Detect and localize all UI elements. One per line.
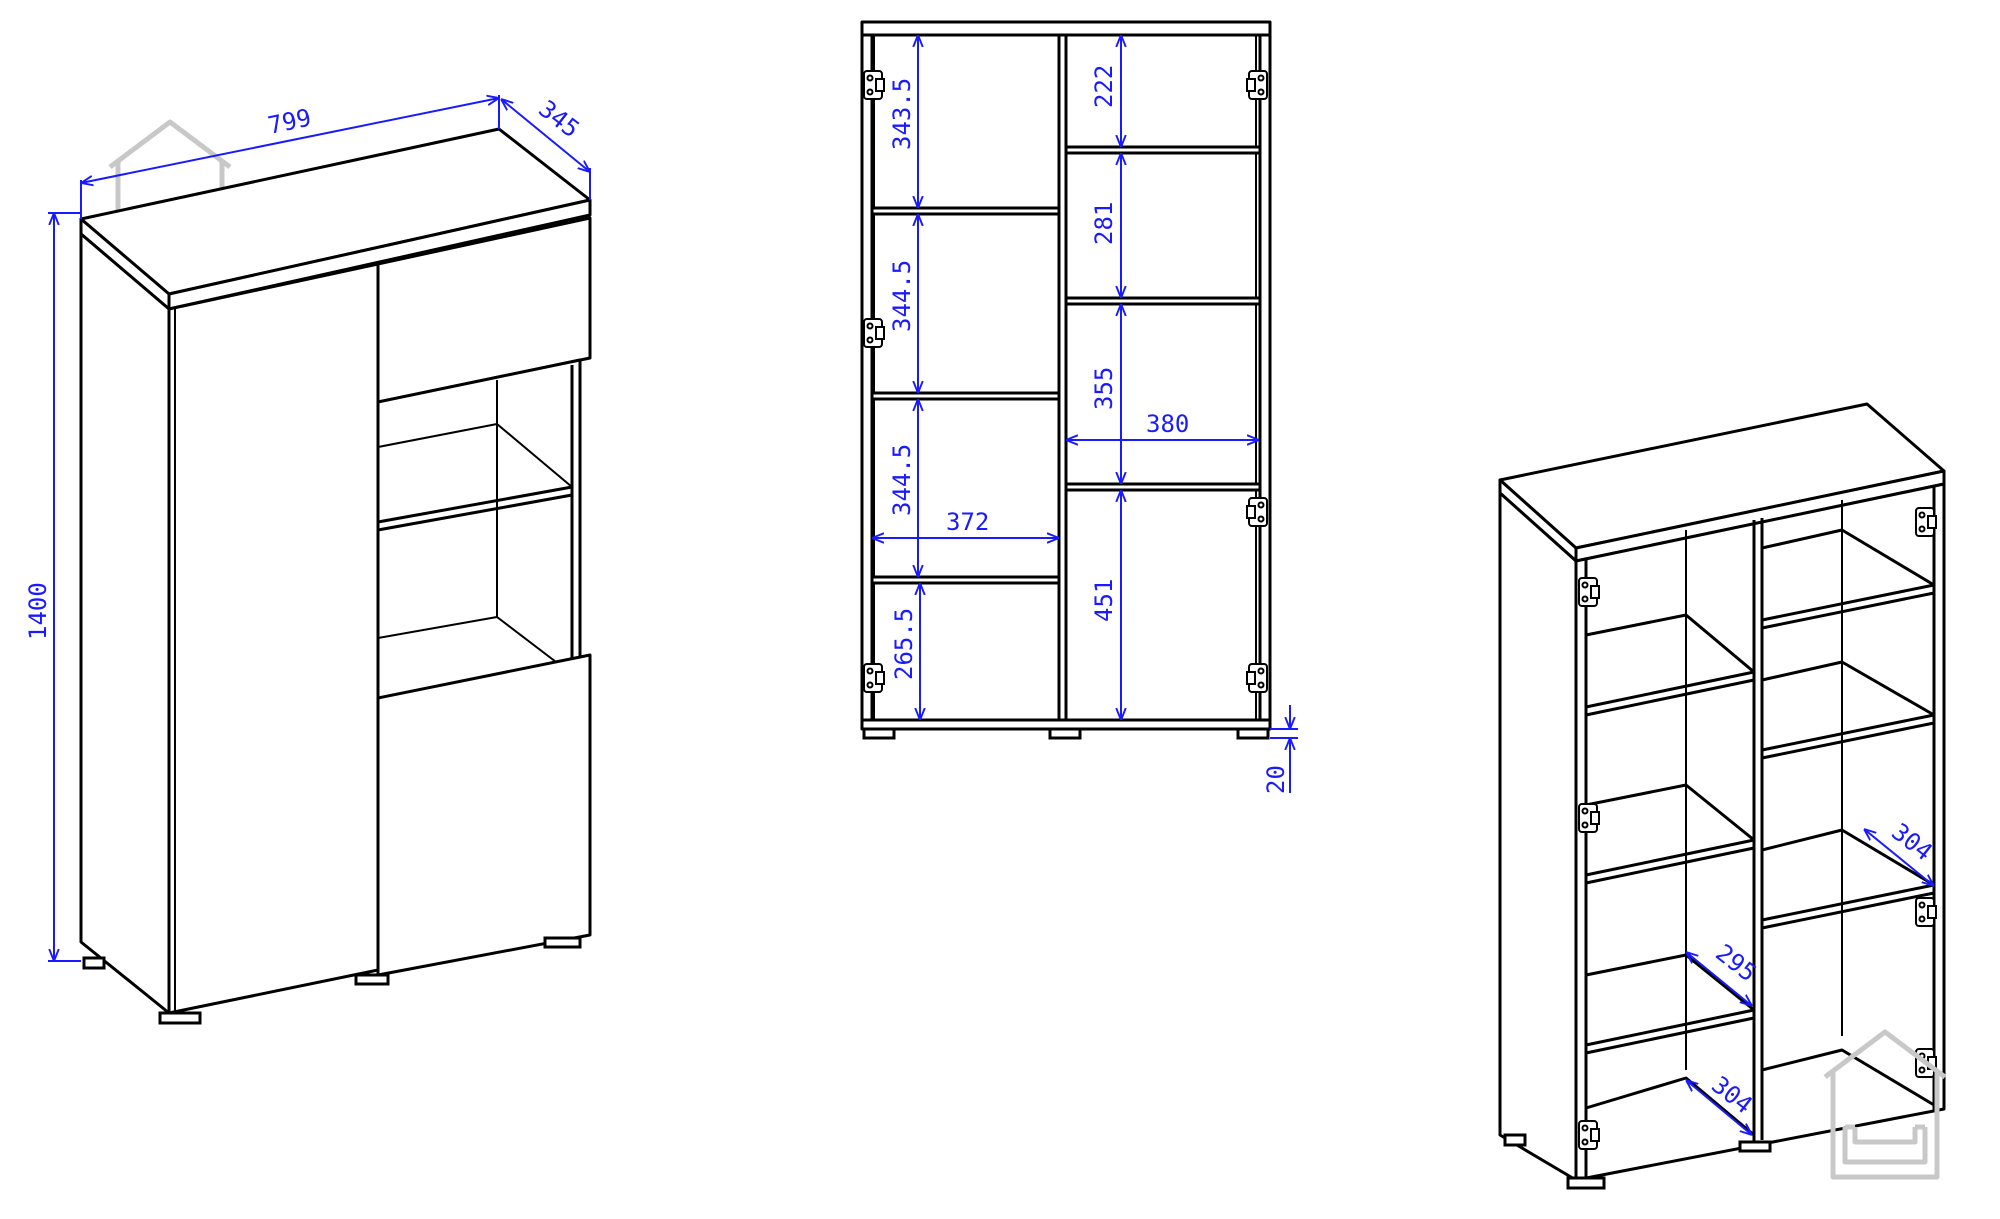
hinge-icon — [1915, 507, 1937, 537]
open-compartment — [376, 358, 582, 705]
dim-left-4: 265.5 — [890, 608, 918, 680]
foot — [543, 936, 582, 949]
hinge-icon — [1246, 70, 1268, 100]
foot — [158, 1011, 202, 1025]
dim-right-width: 380 — [1146, 410, 1189, 438]
iso-closed-view: 799 345 1400 — [24, 95, 592, 1025]
hinge-icon — [1246, 663, 1268, 693]
dim-left-1: 343.5 — [888, 78, 916, 150]
dim-height: 1400 — [24, 582, 52, 640]
shelf — [1064, 145, 1262, 155]
hinge-icon — [863, 663, 885, 693]
dim-right-4: 451 — [1090, 579, 1118, 622]
shelf — [1064, 296, 1262, 306]
hinge-icon — [1915, 897, 1937, 927]
dim-left-3: 344.5 — [888, 444, 916, 516]
dim-right-3: 355 — [1090, 367, 1118, 410]
foot — [82, 956, 106, 970]
bottom-door — [376, 653, 592, 977]
dim-width: 799 — [265, 103, 313, 139]
hinge-icon — [863, 70, 885, 100]
hinge-icon — [1246, 497, 1268, 527]
center-divider — [1057, 33, 1068, 722]
foot — [354, 973, 390, 986]
shelf — [1064, 482, 1262, 492]
dim-depth: 345 — [533, 95, 584, 144]
iso-open-view: 304 295 304 — [1498, 402, 1946, 1190]
hinge-icon — [863, 318, 885, 348]
top-panel — [860, 20, 1272, 37]
side-panel — [79, 232, 171, 1015]
front-open-view: 343.5 344.5 344.5 265.5 372 222 281 355 … — [860, 20, 1298, 794]
hinge-icon — [1578, 577, 1600, 607]
drawer-front — [376, 216, 592, 404]
left-door — [167, 262, 380, 1015]
side-panel — [1498, 491, 1578, 1182]
dim-right-1: 222 — [1090, 65, 1118, 108]
hinge-icon — [1578, 1120, 1600, 1150]
dim-foot: 20 — [1262, 765, 1290, 794]
shelf — [870, 391, 1061, 401]
hinge-icon — [1578, 803, 1600, 833]
shelf — [870, 575, 1061, 585]
dim-left-width: 372 — [946, 508, 989, 536]
shelf — [870, 206, 1061, 216]
carcass-front — [1574, 482, 1946, 1182]
dim-left-2: 344.5 — [888, 260, 916, 332]
dim-right-2: 281 — [1090, 202, 1118, 245]
